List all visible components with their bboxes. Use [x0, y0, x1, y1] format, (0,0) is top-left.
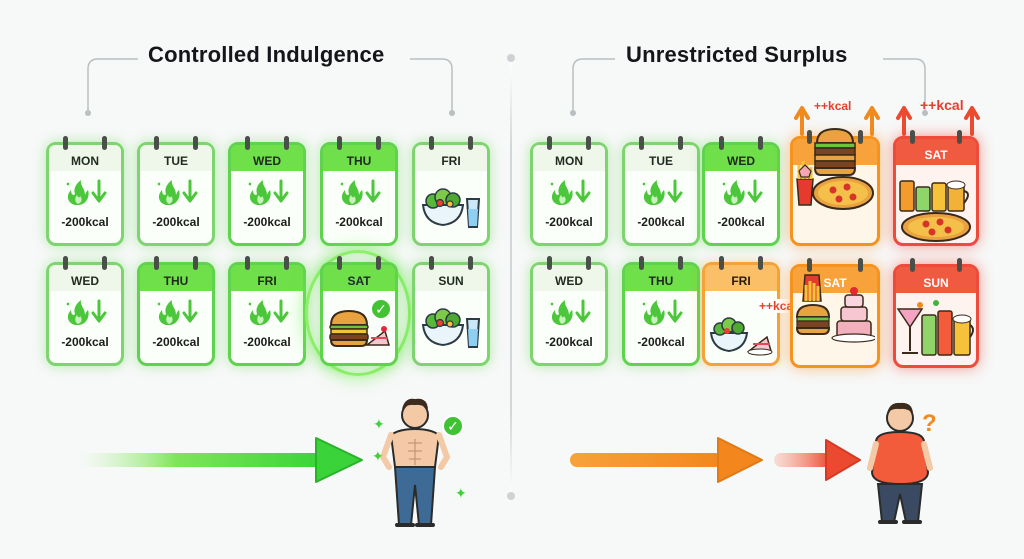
- drinks-icon: [896, 291, 976, 365]
- flame-down-arrow-icon: [719, 177, 763, 207]
- question-mark-icon: ?: [922, 410, 937, 437]
- day-label: THU: [323, 145, 395, 171]
- day-label: SUN: [896, 267, 976, 293]
- overweight-person-icon: [867, 402, 933, 524]
- day-label: THU: [140, 265, 212, 291]
- flame-down-arrow-icon: [154, 177, 198, 207]
- kcal-value: -200kcal: [335, 215, 383, 229]
- surplus-up-arrows: [794, 106, 980, 136]
- day-label: WED: [231, 145, 303, 171]
- highlight-ring: [305, 250, 411, 376]
- left-day-card-wed-2: WED -200kcal: [46, 256, 124, 366]
- left-day-card-sun: SUN: [412, 256, 490, 366]
- left-day-card-tue: TUE -200kcal: [137, 136, 215, 246]
- flame-down-arrow-icon: [547, 297, 591, 327]
- kcal-value: -200kcal: [545, 215, 593, 229]
- kcal-value: -200kcal: [243, 215, 291, 229]
- left-day-card-wed: WED -200kcal: [228, 136, 306, 246]
- right-day-card-fri-2: FRI ++kcal: [702, 256, 799, 366]
- right-day-card-tue: TUE -200kcal: [622, 136, 700, 246]
- kcal-value: -200kcal: [152, 335, 200, 349]
- left-day-card-thu-2: THU -200kcal: [137, 256, 215, 366]
- center-divider: [510, 60, 512, 500]
- sparkle-icon: ✦: [372, 448, 384, 464]
- flame-down-arrow-icon: [154, 297, 198, 327]
- kcal-value: -200kcal: [545, 335, 593, 349]
- junk-food-icon: [795, 127, 875, 211]
- right-day-card-wed-2: WED -200kcal: [530, 256, 608, 366]
- day-label: TUE: [140, 145, 212, 171]
- flame-down-arrow-icon: [337, 177, 381, 207]
- right-day-card-mon: MON -200kcal: [530, 136, 608, 246]
- drinks-icon: [896, 161, 976, 245]
- day-label: SAT: [323, 265, 395, 291]
- progress-arrow-red: [774, 439, 861, 481]
- sparkle-icon: ✦: [455, 485, 467, 501]
- sparkle-icon: ✦: [373, 416, 385, 432]
- salad-and-water-icon: [419, 185, 483, 229]
- flame-down-arrow-icon: [639, 177, 683, 207]
- day-label: WED: [533, 265, 605, 291]
- kcal-value: -200kcal: [61, 335, 109, 349]
- kcal-value: -200kcal: [61, 215, 109, 229]
- right-day-card-sat-2: SAT: [790, 258, 880, 368]
- right-day-card-thu-2: THU -200kcal: [622, 256, 700, 366]
- day-label: MON: [533, 145, 605, 171]
- left-title-bracket: [85, 58, 455, 116]
- progress-arrow-orange: [570, 437, 763, 483]
- kcal-value: -200kcal: [717, 215, 765, 229]
- day-label: TUE: [625, 145, 697, 171]
- right-day-card-sun: SUN: [893, 258, 979, 368]
- day-label: SAT: [896, 139, 976, 165]
- kcal-value: -200kcal: [152, 215, 200, 229]
- day-label: WED: [705, 145, 777, 171]
- flame-down-arrow-icon: [63, 297, 107, 327]
- kcal-value: -200kcal: [637, 215, 685, 229]
- left-day-card-fri: FRI: [412, 136, 490, 246]
- left-day-card-mon: MON -200kcal: [46, 136, 124, 246]
- divider-dot-bottom: [507, 492, 515, 500]
- right-day-card-sat: SAT: [893, 130, 979, 246]
- surplus-label: ++kcal: [757, 299, 799, 313]
- day-label: FRI: [415, 145, 487, 171]
- day-label: SUN: [415, 265, 487, 291]
- divider-dot-top: [507, 54, 515, 62]
- day-label: FRI: [231, 265, 303, 291]
- fit-person-icon: [379, 398, 451, 527]
- flame-down-arrow-icon: [245, 297, 289, 327]
- salad-and-water-icon: [419, 305, 483, 349]
- surplus-label: ++kcal: [814, 99, 852, 113]
- flame-down-arrow-icon: [245, 177, 289, 207]
- surplus-label: ++kcal: [920, 97, 964, 113]
- salad-and-cake-icon: [709, 313, 773, 357]
- day-label: MON: [49, 145, 121, 171]
- left-day-card-fri-2: FRI -200kcal: [228, 256, 306, 366]
- left-title: Controlled Indulgence: [148, 42, 385, 67]
- progress-arrow-green: [80, 437, 363, 483]
- right-day-card-surplus-1: [790, 136, 880, 246]
- check-icon: ✓: [442, 415, 464, 437]
- day-label: THU: [625, 265, 697, 291]
- burger-and-cake-icon: [795, 271, 875, 345]
- day-label: WED: [49, 265, 121, 291]
- right-day-card-wed: WED -200kcal: [702, 136, 780, 246]
- day-label: FRI: [705, 265, 777, 291]
- kcal-value: -200kcal: [637, 335, 685, 349]
- flame-down-arrow-icon: [639, 297, 683, 327]
- flame-down-arrow-icon: [63, 177, 107, 207]
- flame-down-arrow-icon: [547, 177, 591, 207]
- right-title-bracket: [570, 58, 928, 116]
- kcal-value: -200kcal: [243, 335, 291, 349]
- left-day-card-thu: THU -200kcal: [320, 136, 398, 246]
- right-title: Unrestricted Surplus: [626, 42, 848, 67]
- check-icon: ✓: [370, 298, 392, 320]
